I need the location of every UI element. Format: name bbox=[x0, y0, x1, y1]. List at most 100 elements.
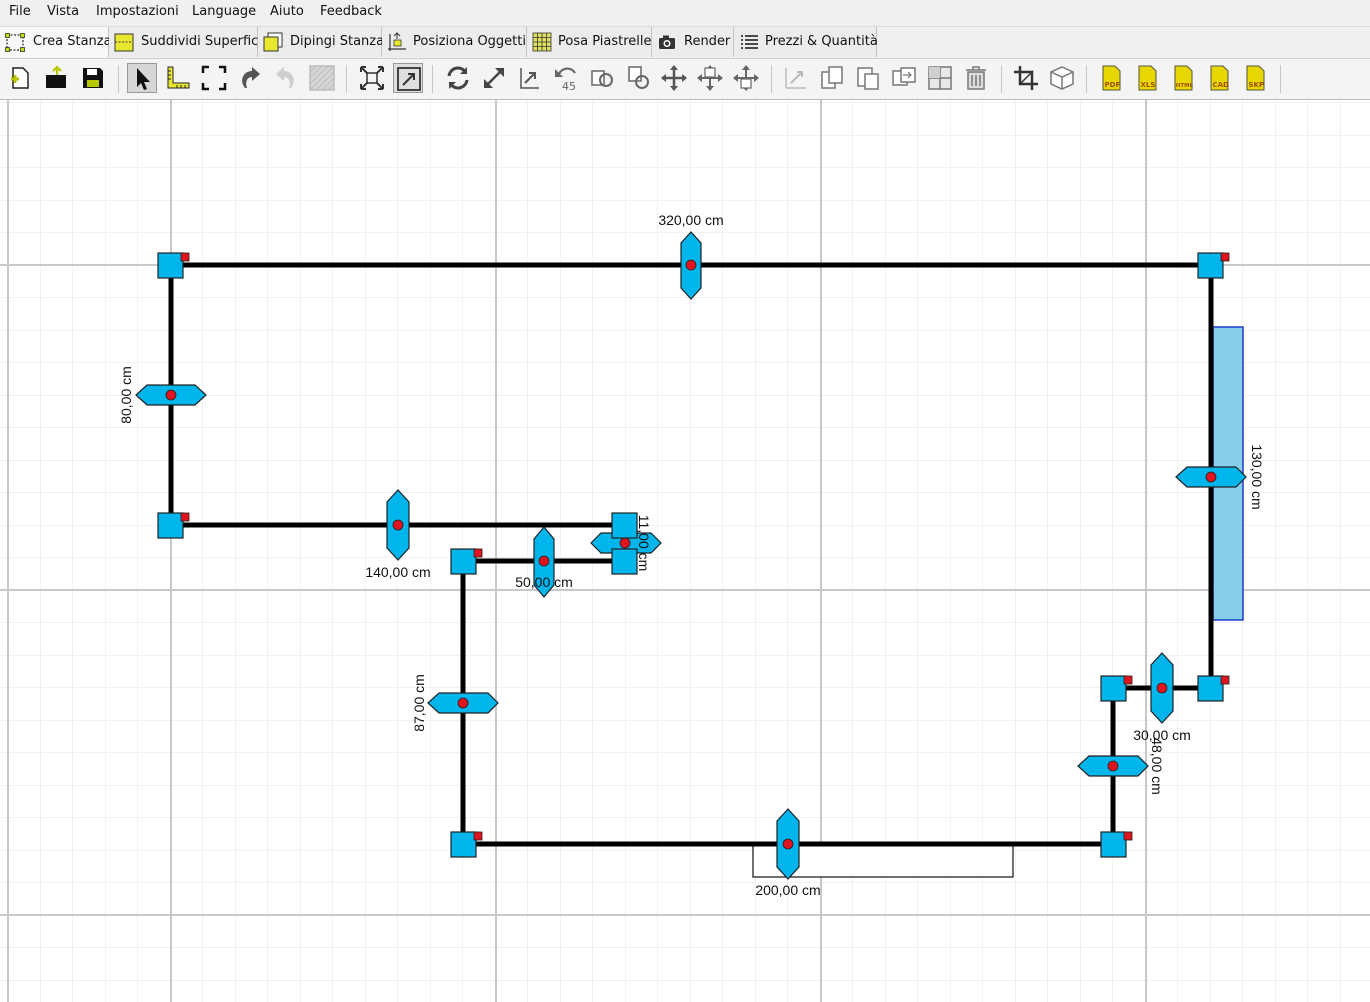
resize-diagonal-icon bbox=[484, 68, 504, 88]
minor-grid bbox=[0, 100, 1370, 1002]
undo-button[interactable] bbox=[235, 63, 265, 93]
save-project-button[interactable] bbox=[78, 63, 108, 93]
group-button[interactable] bbox=[925, 63, 955, 93]
tab-dipingi-stanza[interactable]: Dipingi Stanza bbox=[258, 27, 385, 57]
move-up-button[interactable] bbox=[695, 63, 725, 93]
cube-icon bbox=[1050, 66, 1074, 90]
paste-button[interactable] bbox=[853, 63, 883, 93]
place-objects-icon bbox=[388, 32, 406, 51]
zoom-fit-button[interactable] bbox=[357, 63, 387, 93]
tab-render[interactable]: Render bbox=[652, 27, 734, 57]
corner-handles bbox=[157, 252, 1230, 858]
open-project-button[interactable] bbox=[42, 63, 72, 93]
paint-room-icon bbox=[263, 32, 283, 52]
menu-vista[interactable]: Vista bbox=[47, 4, 80, 19]
move-down-button[interactable] bbox=[731, 63, 761, 93]
dimension-label-right: 130,00 cm bbox=[1249, 444, 1265, 509]
toolbar-separator bbox=[1001, 65, 1002, 93]
export-pdf-button[interactable]: PDF bbox=[1096, 63, 1126, 93]
frame-select-icon bbox=[201, 65, 227, 91]
corner-handle[interactable] bbox=[1197, 675, 1230, 702]
corner-handle[interactable] bbox=[1100, 675, 1133, 702]
measure-tool-button[interactable] bbox=[163, 63, 193, 93]
menu-aiuto[interactable]: Aiuto bbox=[270, 4, 304, 19]
dimension-label-right-step: 30,00 cm bbox=[1133, 727, 1191, 743]
toolbar-separator bbox=[1086, 65, 1087, 93]
menu-language[interactable]: Language bbox=[192, 4, 257, 19]
tab-crea-stanza[interactable]: Crea Stanza bbox=[0, 27, 112, 57]
tab-posiziona-oggetti[interactable]: Posiziona Oggetti bbox=[382, 27, 527, 57]
tiles-grid-icon bbox=[532, 32, 552, 52]
tab-dipingi-stanza-label: Dipingi Stanza bbox=[290, 34, 385, 49]
export-xls-button[interactable]: XLS bbox=[1132, 63, 1162, 93]
new-file-icon bbox=[11, 67, 29, 89]
crop-icon bbox=[1014, 66, 1038, 90]
list-icon bbox=[741, 35, 758, 49]
rotate-left-icon bbox=[591, 70, 613, 87]
hatch-button[interactable] bbox=[307, 63, 337, 93]
zoom-selection-icon bbox=[397, 67, 421, 91]
crop-button[interactable] bbox=[1011, 63, 1041, 93]
copy-button[interactable] bbox=[817, 63, 847, 93]
pdf-label: PDF bbox=[1105, 81, 1121, 89]
view-3d-button[interactable] bbox=[1047, 63, 1077, 93]
rotate-right-icon bbox=[628, 66, 649, 89]
toolbar-separator bbox=[118, 65, 119, 93]
tab-prezzi-quantita[interactable]: Prezzi & Quantità bbox=[734, 27, 878, 57]
export-cad-button[interactable]: CAD bbox=[1204, 63, 1234, 93]
export-skp-button[interactable]: SKP bbox=[1240, 63, 1270, 93]
refresh-button[interactable] bbox=[443, 63, 473, 93]
toolbar-separator bbox=[346, 65, 347, 93]
zoom-selection-button[interactable] bbox=[393, 63, 423, 93]
dimension-label-right-small: 48,00 cm bbox=[1149, 737, 1165, 795]
floorplan-canvas[interactable]: 320,00 cm 80,00 cm 130,00 cm 140,00 cm 1… bbox=[0, 100, 1370, 1002]
rotate-left-button[interactable] bbox=[587, 63, 617, 93]
duplicate-button[interactable] bbox=[889, 63, 919, 93]
corner-handle[interactable] bbox=[1100, 831, 1133, 858]
corner-handle[interactable] bbox=[450, 548, 483, 575]
scale-button[interactable] bbox=[479, 63, 509, 93]
menu-file[interactable]: File bbox=[9, 4, 31, 19]
rotate-right-button[interactable] bbox=[623, 63, 653, 93]
move-button[interactable] bbox=[659, 63, 689, 93]
floorplan-drawing[interactable]: 320,00 cm 80,00 cm 130,00 cm 140,00 cm 1… bbox=[0, 100, 1370, 1002]
corner-handle[interactable] bbox=[157, 252, 190, 279]
area-select-button[interactable] bbox=[199, 63, 229, 93]
menu-impostazioni[interactable]: Impostazioni bbox=[96, 4, 179, 19]
dimension-label-middle: 140,00 cm bbox=[365, 564, 430, 580]
menu-feedback[interactable]: Feedback bbox=[320, 4, 382, 19]
corner-handle[interactable] bbox=[611, 512, 638, 539]
export-html-button[interactable]: HTML bbox=[1168, 63, 1198, 93]
subdivide-surface-icon bbox=[114, 33, 134, 52]
redo-icon bbox=[276, 67, 294, 88]
redo-button[interactable] bbox=[271, 63, 301, 93]
arrow-cursor-icon bbox=[137, 68, 150, 90]
rotate-45-icon: 45 bbox=[555, 67, 576, 93]
corner-handle[interactable] bbox=[611, 548, 638, 575]
dimension-label-step: 11,00 cm bbox=[636, 515, 652, 572]
link-button[interactable] bbox=[781, 63, 811, 93]
corner-handle[interactable] bbox=[157, 512, 190, 539]
skp-file-icon: SKP bbox=[1246, 65, 1265, 91]
rotate-45-button[interactable]: 45 bbox=[551, 63, 581, 93]
new-project-button[interactable] bbox=[6, 63, 36, 93]
mirror-button[interactable] bbox=[515, 63, 545, 93]
room-outline-icon bbox=[5, 33, 25, 52]
select-tool-button[interactable] bbox=[127, 63, 157, 93]
save-disk-icon bbox=[83, 68, 103, 88]
corner-handle[interactable] bbox=[450, 831, 483, 858]
corner-handle[interactable] bbox=[1197, 252, 1230, 279]
cad-label: CAD bbox=[1213, 81, 1230, 89]
delete-button[interactable] bbox=[961, 63, 991, 93]
link-icon bbox=[785, 68, 806, 89]
html-label: HTML bbox=[1176, 83, 1194, 89]
copy-icon bbox=[821, 66, 843, 89]
tab-posa-piastrelle[interactable]: Posa Piastrelle bbox=[527, 27, 652, 57]
toolbar: 45 bbox=[0, 59, 1370, 100]
trash-icon bbox=[966, 66, 986, 90]
move-arrows-box-icon bbox=[733, 65, 759, 91]
handle-centers bbox=[165, 259, 1217, 850]
tab-suddividi-superfici[interactable]: Suddividi Superfici bbox=[109, 27, 262, 57]
tab-render-label: Render bbox=[684, 34, 731, 49]
xls-label: XLS bbox=[1141, 81, 1156, 89]
